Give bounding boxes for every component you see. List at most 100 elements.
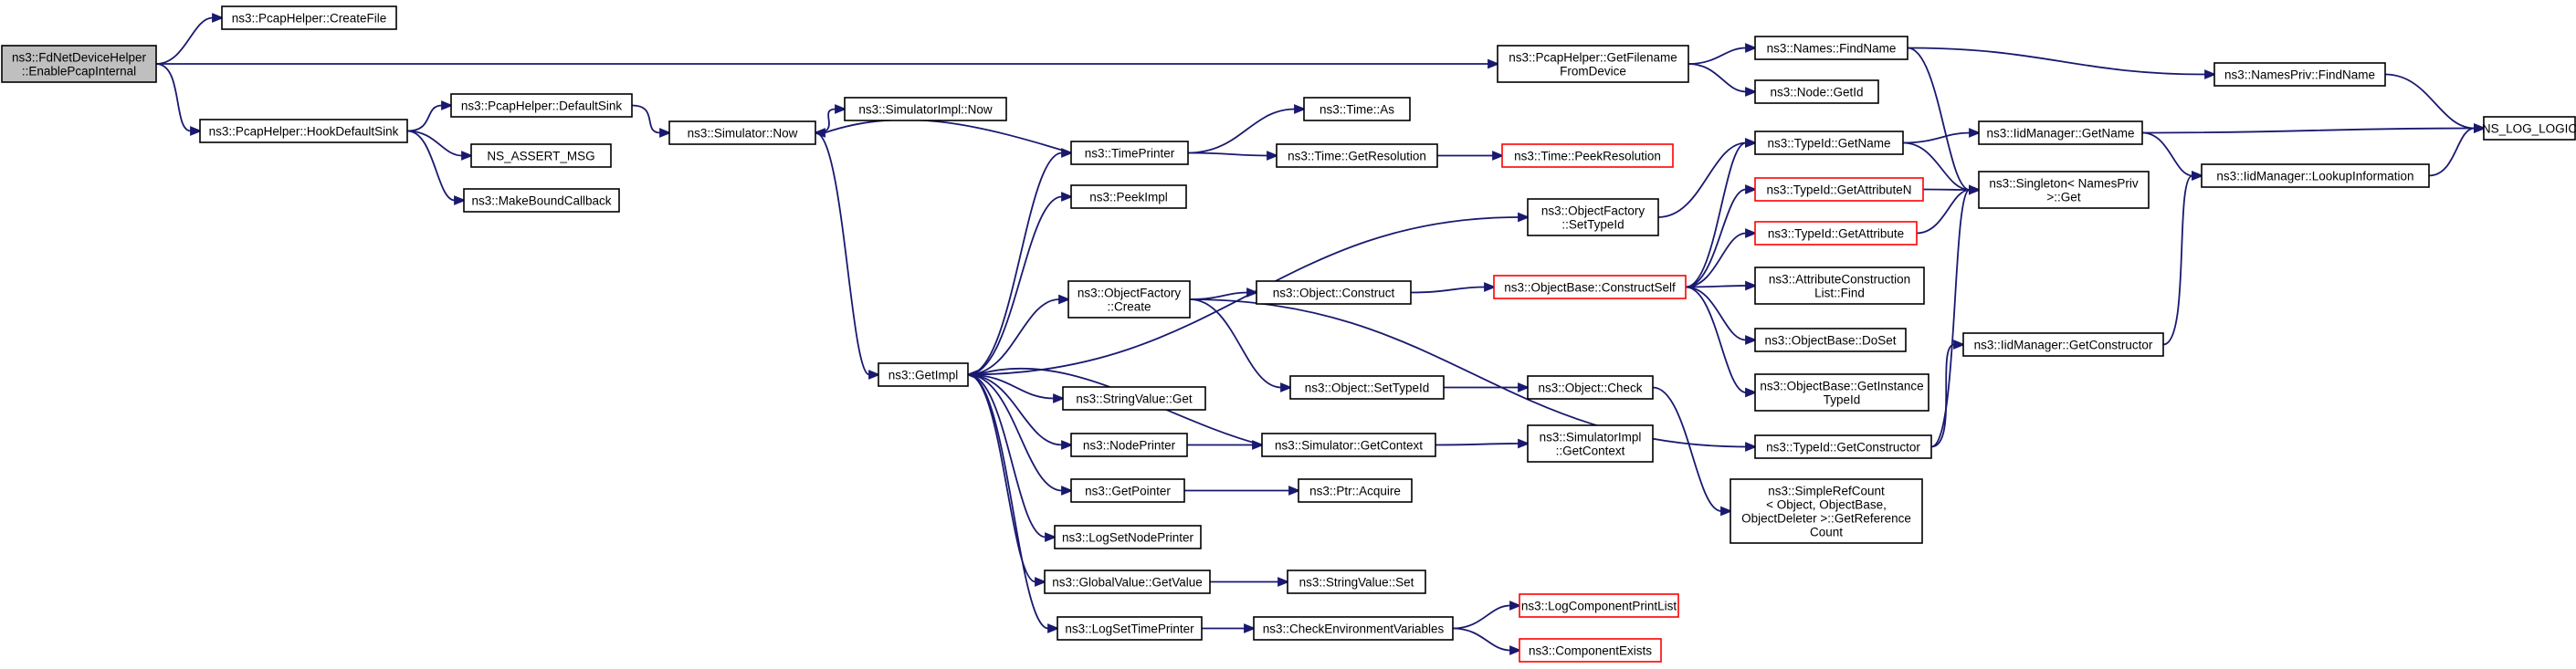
node-makeboundcallback[interactable]: ns3::MakeBoundCallback (463, 188, 620, 213)
node-box (450, 93, 633, 118)
node-nodeprinter[interactable]: ns3::NodePrinter (1070, 433, 1188, 457)
node-label-line: ns3::IidManager::LookupInformation (2216, 170, 2413, 183)
node-box (470, 143, 612, 168)
edge-line (1452, 627, 1511, 652)
node-label-line: ns3::SimulatorImpl::Now (858, 103, 993, 117)
node-getpointer[interactable]: ns3::GetPointer (1070, 478, 1185, 503)
node-label-line: ns3::Object::Construct (1273, 287, 1395, 300)
node-logsettimeprinter[interactable]: ns3::LogSetTimePrinter (1057, 616, 1203, 641)
node-time-as[interactable]: ns3::Time::As (1303, 97, 1411, 121)
node-iidmanager-getconstructor[interactable]: ns3::IidManager::GetConstructor (1962, 332, 2164, 357)
edge-line (967, 195, 1063, 376)
node-ns-log-logic[interactable]: NS_LOG_LOGIC (2482, 116, 2576, 141)
node-typeid-getname[interactable]: ns3::TypeId::GetName (1754, 131, 1904, 155)
edge-line (1930, 189, 1971, 448)
node-timeprinter[interactable]: ns3::TimePrinter (1070, 141, 1189, 165)
edge-object-settypeid-to-object-check (1443, 382, 1530, 392)
edge-line (1189, 291, 1248, 300)
node-objectbase-doset[interactable]: ns3::ObjectBase::DoSet (1754, 328, 1907, 352)
node-box (1256, 280, 1412, 305)
node-objectfactory-create[interactable]: ns3::ObjectFactory::Create (1067, 280, 1191, 319)
node-box (1754, 434, 1932, 459)
node-label-line: ns3::IidManager::GetName (1986, 127, 2134, 141)
node-label-line: ::GetContext (1556, 444, 1625, 458)
node-box (1070, 184, 1187, 209)
node-typeid-getconstructor[interactable]: ns3::TypeId::GetConstructor (1754, 434, 1932, 459)
node-label-line: ns3::Singleton< NamesPriv (1989, 177, 2138, 191)
node-box (221, 5, 397, 30)
edge-line (2141, 131, 2193, 177)
edge-line (631, 104, 661, 134)
edge-line (1902, 131, 1971, 144)
node-ptr-acquire[interactable]: ns3::Ptr::Acquire (1298, 478, 1413, 503)
node-object-check[interactable]: ns3::Object::Check (1527, 375, 1654, 400)
node-box (1253, 616, 1454, 641)
node-componentexists[interactable]: ns3::ComponentExists (1519, 638, 1662, 663)
edge-arrowhead (2474, 123, 2487, 133)
edge-line (1187, 108, 1296, 154)
node-label-line: FromDevice (1560, 65, 1626, 78)
node-iidmanager-lookupinformation[interactable]: ns3::IidManager::LookupInformation (2201, 163, 2430, 188)
node-typeid-getattributen[interactable]: ns3::TypeId::GetAttributeN (1754, 177, 1924, 202)
edge-arrowhead (1492, 151, 1505, 161)
node-label-line: ns3::TypeId::GetAttributeN (1766, 183, 1911, 197)
edge-arrowhead (1745, 43, 1758, 53)
node-objectbase-constructself[interactable]: ns3::ObjectBase::ConstructSelf (1493, 275, 1687, 299)
edge-checkenvironmentvariables-to-componentexists (1452, 627, 1522, 655)
node-pcap-defaultsink[interactable]: ns3::PcapHelper::DefaultSink (450, 93, 633, 118)
edge-timeprinter-to-time-as (1187, 104, 1307, 154)
edge-objectbase-constructself-to-objectbase-getinstancetypeid (1685, 286, 1758, 398)
edge-getimpl-to-getpointer (967, 373, 1074, 496)
node-label-line: ns3::Time::GetResolution (1288, 150, 1426, 163)
node-iidmanager-getname[interactable]: ns3::IidManager::GetName (1978, 120, 2143, 145)
node-simulatorimpl-now[interactable]: ns3::SimulatorImpl::Now (844, 97, 1007, 121)
node-label-line: ns3::LogSetNodePrinter (1062, 531, 1194, 545)
node-globalvalue-getvalue[interactable]: ns3::GlobalValue::GetValue (1044, 570, 1211, 594)
node-ns-assert-msg[interactable]: NS_ASSERT_MSG (470, 143, 612, 168)
node-simulatorimpl-getcontext[interactable]: ns3::SimulatorImpl::GetContext (1527, 424, 1654, 463)
node-logcomponentprintlist[interactable]: ns3::LogComponentPrintList (1519, 593, 1679, 618)
edge-line (1916, 189, 1971, 235)
edge-arrowhead (1053, 393, 1066, 403)
node-peekimpl[interactable]: ns3::PeekImpl (1070, 184, 1187, 209)
node-stringvalue-set[interactable]: ns3::StringValue::Set (1287, 570, 1426, 594)
node-object-construct[interactable]: ns3::Object::Construct (1256, 280, 1412, 305)
node-box (878, 362, 969, 387)
node-node-getid[interactable]: ns3::Node::GetId (1754, 79, 1879, 104)
node-box (1754, 267, 1925, 305)
node-typeid-getattribute[interactable]: ns3::TypeId::GetAttribute (1754, 221, 1918, 246)
node-time-peekresolution[interactable]: ns3::Time::PeekResolution (1501, 143, 1674, 168)
node-getimpl[interactable]: ns3::GetImpl (878, 362, 969, 387)
edge-arrowhead (1058, 294, 1071, 305)
node-root[interactable]: ns3::FdNetDeviceHelper::EnablePcapIntern… (1, 45, 157, 83)
edge-timeprinter-to-time-getresolution (1187, 151, 1279, 161)
node-pcap-hookdefaultsink[interactable]: ns3::PcapHelper::HookDefaultSink (199, 119, 408, 143)
nodes-layer: ns3::FdNetDeviceHelper::EnablePcapIntern… (1, 5, 2576, 663)
node-simulator-getcontext[interactable]: ns3::Simulator::GetContext (1261, 433, 1436, 457)
node-logsetnodeprinter[interactable]: ns3::LogSetNodePrinter (1054, 525, 1202, 549)
edge-arrowhead (1509, 645, 1522, 655)
node-box (2201, 163, 2430, 188)
edge-getimpl-to-stringvalue-get (967, 373, 1066, 403)
node-objectfactory-settypeid[interactable]: ns3::ObjectFactory::SetTypeId (1527, 198, 1659, 236)
node-pcap-createfile[interactable]: ns3::PcapHelper::CreateFile (221, 5, 397, 30)
edge-objectbase-constructself-to-typeid-getattribute (1685, 228, 1758, 288)
edge-iidmanager-getname-to-ns-log-logic (2141, 123, 2487, 134)
node-singleton-get[interactable]: ns3::Singleton< NamesPriv >::Get (1978, 171, 2150, 209)
node-namespriv-findname[interactable]: ns3::NamesPriv::FindName (2213, 62, 2386, 87)
node-checkenvironmentvariables[interactable]: ns3::CheckEnvironmentVariables (1253, 616, 1454, 641)
edge-nodeprinter-to-simulator-getcontext (1186, 440, 1265, 450)
node-simplerefcount-getreferencecount[interactable]: ns3::SimpleRefCount< Object, ObjectBase,… (1730, 478, 1923, 544)
node-object-settypeid[interactable]: ns3::Object::SetTypeId (1289, 375, 1445, 400)
node-label-line: ns3::TimePrinter (1085, 147, 1175, 161)
node-time-getresolution[interactable]: ns3::Time::GetResolution (1276, 143, 1438, 168)
edge-arrowhead (835, 104, 847, 114)
node-names-findname[interactable]: ns3::Names::FindName (1754, 36, 1908, 60)
node-simulator-now[interactable]: ns3::Simulator::Now (668, 120, 816, 145)
edge-object-check-to-simplerefcount-getreferencecount (1652, 386, 1733, 517)
node-stringvalue-get[interactable]: ns3::StringValue::Get (1062, 386, 1206, 411)
node-box (1501, 143, 1674, 168)
